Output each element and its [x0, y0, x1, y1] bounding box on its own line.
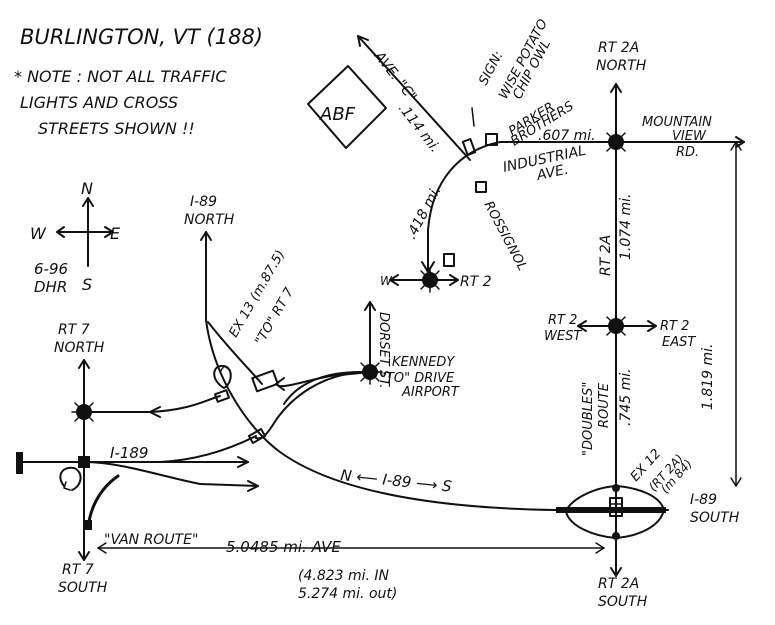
rt7-south-1: RT 7	[62, 562, 94, 578]
dist-1074: 1.074 mi.	[618, 193, 634, 260]
dist-114: .114 mi.	[395, 101, 443, 156]
dist-418: .418 mi.	[403, 184, 444, 242]
ex13-bridge-marker	[251, 369, 279, 393]
compass-rose: N E W S	[30, 179, 121, 294]
small-building-marker	[443, 253, 455, 267]
kennedy-line-2: "TO" DRIVE	[380, 371, 455, 386]
rt2-east-2: EAST	[662, 335, 696, 350]
dist-out: 5.274 mi. out)	[298, 586, 397, 602]
compass-north: N	[81, 179, 93, 198]
author-stamp: DHR	[34, 278, 67, 296]
i89-main-label: N ⟵ I-89 ⟶ S	[340, 466, 453, 496]
rt2a-south-1: RT 2A	[598, 576, 639, 592]
rt7-north-2: NORTH	[54, 340, 105, 356]
dorset-label: DORSET ST.	[376, 312, 391, 389]
rt7-south-2: SOUTH	[58, 580, 108, 596]
i89-south-1: I-89	[690, 492, 717, 508]
dist-average: 5.0485 mi. AVE	[226, 538, 341, 556]
industrial-ave-road	[427, 141, 613, 271]
kennedy-line-3: AIRPORT	[401, 385, 460, 400]
rossignol-label: ROSSIGNOL	[480, 199, 529, 274]
ave-c-road	[357, 35, 471, 161]
van-route-label: "VAN ROUTE"	[104, 532, 198, 548]
rt2-east-1: RT 2	[660, 319, 689, 334]
rt2a-mid-label: RT 2A	[598, 235, 614, 276]
compass-south: S	[82, 275, 92, 294]
mountain-line-3: RD.	[676, 145, 699, 160]
rt2a-north-2: NORTH	[596, 58, 647, 74]
kennedy-line-1: KENNEDY	[392, 355, 455, 370]
doubles-line-2: ROUTE	[597, 382, 612, 428]
rt2-label: RT 2	[460, 274, 492, 290]
abf-label: ABF	[319, 104, 356, 125]
rossignol-marker	[475, 181, 487, 193]
dist-607: .607 mi.	[538, 128, 596, 144]
i89-highway	[205, 231, 669, 511]
industrial-line-2: AVE.	[535, 162, 570, 184]
i89-south-2: SOUTH	[690, 510, 740, 526]
note-line-1: * NOTE : NOT ALL TRAFFIC	[14, 67, 227, 86]
dist-in: (4.823 mi. IN	[298, 568, 390, 584]
date-stamp: 6-96	[34, 260, 68, 278]
dist-745: .745 mi.	[618, 368, 634, 426]
i89-north-2: NORTH	[184, 212, 235, 228]
i89-north-1: I-89	[190, 194, 217, 210]
compass-west: W	[30, 224, 47, 243]
rt2-w-letter: W	[380, 274, 393, 288]
ave-c-label: AVE. "C"	[370, 48, 419, 105]
note-line-2: LIGHTS AND CROSS	[20, 93, 178, 112]
ex12-interchange	[565, 484, 665, 540]
rt2-west-1: RT 2	[548, 313, 577, 328]
dist-1819: 1.819 mi.	[700, 343, 716, 410]
rt2a-north-1: RT 2A	[598, 40, 639, 56]
compass-east: E	[110, 224, 121, 243]
rt2-west-2: WEST	[544, 329, 582, 344]
mountain-line-2: VIEW	[672, 129, 707, 144]
rt2a-south-2: SOUTH	[598, 594, 648, 610]
doubles-line-1: "DOUBLES"	[581, 382, 596, 456]
note-line-3: STREETS SHOWN !!	[38, 119, 195, 138]
rt7-north-1: RT 7	[58, 322, 90, 338]
abf-building: ABF	[307, 65, 387, 149]
map-title: BURLINGTON, VT (188)	[20, 25, 263, 49]
mountain-line-1: MOUNTAIN	[642, 115, 712, 130]
i189-label: I-189	[110, 444, 148, 462]
i189-end-bar	[16, 452, 23, 474]
